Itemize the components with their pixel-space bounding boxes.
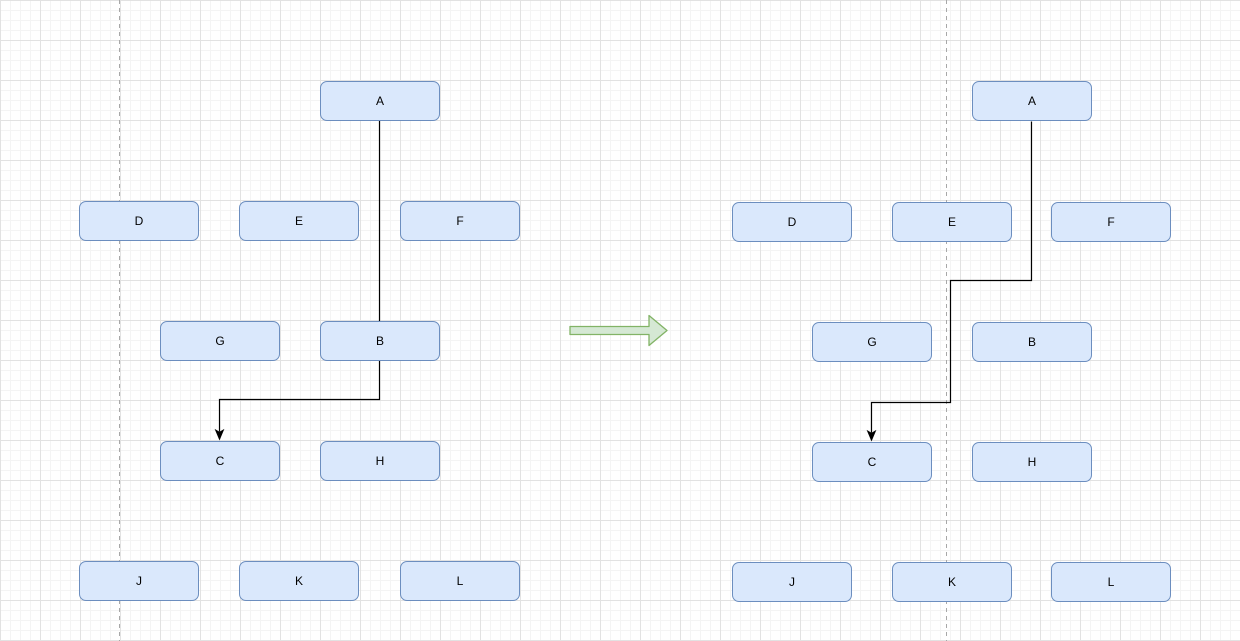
node-before-H[interactable]: H (320, 441, 440, 481)
node-after-F[interactable]: F (1051, 202, 1171, 242)
node-before-D[interactable]: D (79, 201, 199, 241)
node-after-E[interactable]: E (892, 202, 1012, 242)
node-before-C[interactable]: C (160, 441, 280, 481)
node-before-G[interactable]: G (160, 321, 280, 361)
node-after-H[interactable]: H (972, 442, 1092, 482)
node-before-L[interactable]: L (400, 561, 520, 601)
arrowhead-icon (214, 428, 225, 441)
node-after-G[interactable]: G (812, 322, 932, 362)
edge-before-A-C[interactable] (214, 120, 381, 441)
transform-arrow[interactable] (569, 314, 668, 347)
node-after-B[interactable]: B (972, 322, 1092, 362)
edge-after-A-C[interactable] (866, 121, 1033, 442)
node-after-L[interactable]: L (1051, 562, 1171, 602)
node-after-C[interactable]: C (812, 442, 932, 482)
node-after-K[interactable]: K (892, 562, 1012, 602)
node-before-F[interactable]: F (400, 201, 520, 241)
node-after-D[interactable]: D (732, 202, 852, 242)
arrowhead-icon (866, 429, 877, 442)
node-before-E[interactable]: E (239, 201, 359, 241)
node-after-A[interactable]: A (972, 81, 1092, 121)
node-before-A[interactable]: A (320, 81, 440, 121)
node-after-J[interactable]: J (732, 562, 852, 602)
node-before-K[interactable]: K (239, 561, 359, 601)
node-before-J[interactable]: J (79, 561, 199, 601)
node-before-B[interactable]: B (320, 321, 440, 361)
